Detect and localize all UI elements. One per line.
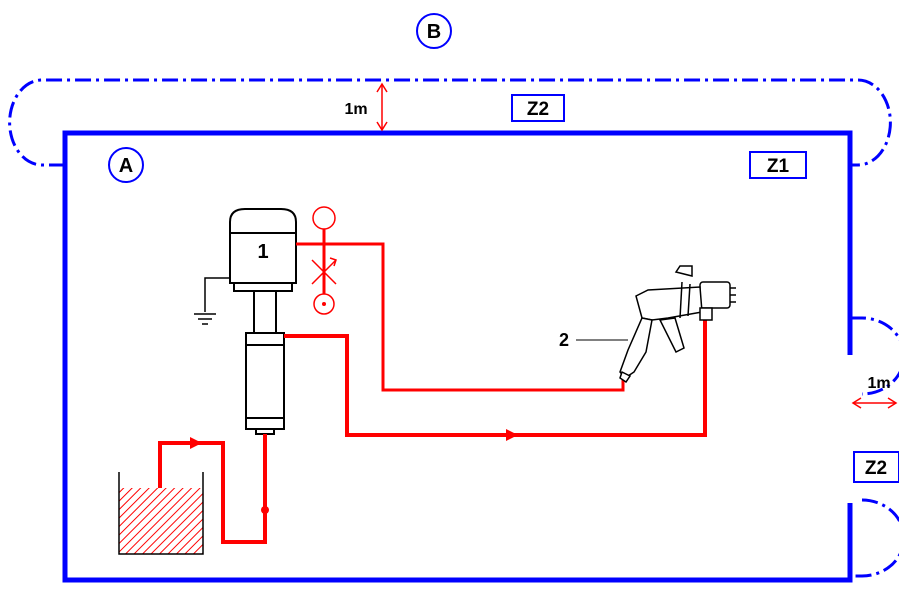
zone-2-top-label: Z2 [527,99,549,120]
flow-arrow-icon [190,437,202,449]
top-distance-dimension: 1m [344,82,388,132]
top-distance-label: 1m [344,101,367,118]
right-distance-dimension: 1m [851,375,898,409]
area-a-label: A [119,155,133,177]
fluid-line-out [284,320,707,437]
flow-arrow-icon [506,429,518,441]
area-b-marker: B [416,13,452,49]
zone-1-badge: Z1 [749,151,807,179]
area-b-label: B [427,21,441,43]
fluid-line-in [158,434,267,544]
air-line [296,242,625,392]
area-a-marker: A [108,147,144,183]
zone-2-boundary-right [850,316,899,578]
ground-icon [194,277,230,325]
zone-1-label: Z1 [767,156,790,177]
zone-2-right-label: Z2 [865,458,887,479]
zone-2-right-badge: Z2 [853,451,899,483]
air-regulator-icon [311,206,337,315]
pump-number-label: 1 [257,241,268,263]
flow-point-icon [261,506,269,514]
zone-1-boundary [62,130,853,583]
spray-gun-icon [619,265,736,384]
zone-2-top-badge: Z2 [511,94,565,122]
right-distance-label: 1m [867,375,890,392]
spray-gun-number-label: 2 [559,330,569,350]
pump-icon [229,208,297,435]
paint-container-icon [118,472,204,555]
